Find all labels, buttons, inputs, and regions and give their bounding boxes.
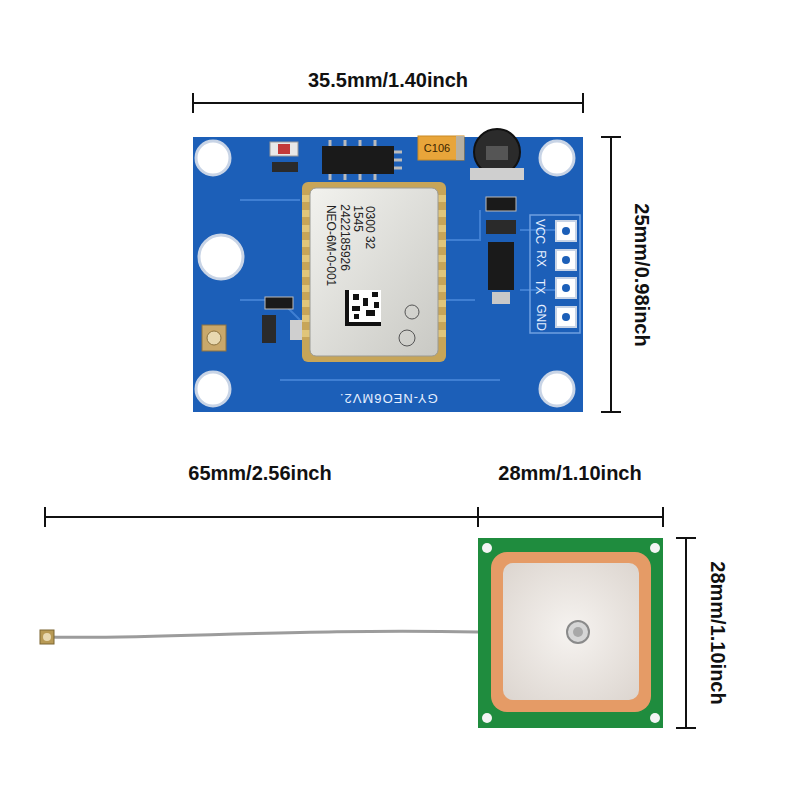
chip-marking: 1545 (350, 206, 363, 233)
pin-name: RX (533, 251, 546, 268)
chip-marking: 2422185926 (337, 205, 350, 272)
dimension-width: 28mm/1.10inch (498, 462, 641, 484)
pin-name: GND (533, 305, 546, 332)
pin-name: VCC (533, 219, 546, 244)
dimension-lines (45, 93, 696, 728)
board-name: GY-NEO6MV2. (339, 391, 438, 405)
dimension-height: 28mm/1.10inch (707, 561, 729, 704)
component-label: C106 (424, 142, 450, 154)
gps-board (193, 129, 583, 412)
dimension-height: 25mm/0.98inch (631, 203, 653, 346)
chip-marking: 0300 32 (363, 206, 376, 249)
dimension-width: 35.5mm/1.40inch (308, 69, 468, 91)
patch-antenna (40, 538, 663, 728)
chip-marking: NEO-6M-0-001 (324, 205, 337, 286)
pin-name: TX (533, 279, 546, 294)
dimension-cable: 65mm/2.56inch (188, 462, 331, 484)
